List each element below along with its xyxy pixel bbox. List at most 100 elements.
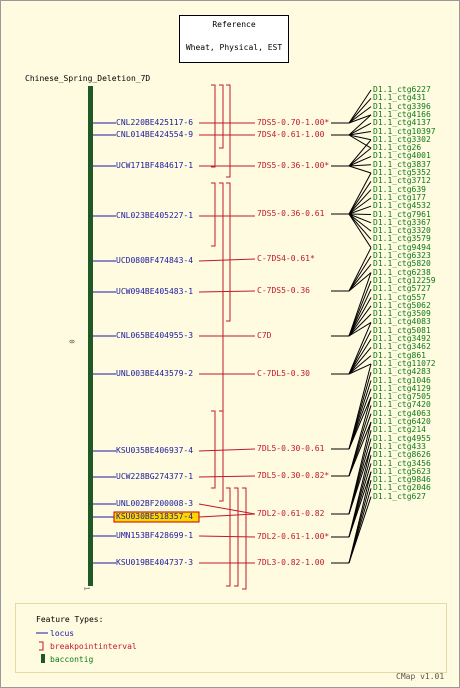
contig-label[interactable]: D1.1_ctg3492 xyxy=(373,334,431,343)
breakpoint-interval-bracket xyxy=(219,84,224,149)
contig-label[interactable]: D1.1_ctg4063 xyxy=(373,408,431,418)
contig-label[interactable]: D1.1_ctg5352 xyxy=(373,168,431,177)
contig-label[interactable]: D1.1_ctg3320 xyxy=(373,226,431,236)
breakpoint-interval-bracket xyxy=(211,84,216,168)
contig-label[interactable]: D1.1_ctg4001 xyxy=(373,151,431,161)
contig-label[interactable]: D1.1_ctg4166 xyxy=(373,109,431,119)
bin-contig-link xyxy=(348,363,372,375)
interval-label[interactable]: C-7DS5-0.36 xyxy=(257,286,310,295)
locus-interval-link xyxy=(198,448,256,452)
contig-label[interactable]: D1.1_ctg5081 xyxy=(373,325,431,335)
bin-contig-link xyxy=(348,280,372,337)
contig-label[interactable]: D1.1_ctg9846 xyxy=(373,475,431,485)
contig-label[interactable]: D1.1_ctg431 xyxy=(373,93,426,103)
contig-label[interactable]: D1.1_ctg3462 xyxy=(373,342,431,352)
locus-label[interactable]: UNL002BF200008-3 xyxy=(116,499,194,508)
contig-label[interactable]: D1.1_ctg7420 xyxy=(373,400,431,410)
contig-label[interactable]: D1.1_ctg4083 xyxy=(373,317,431,327)
contig-label[interactable]: D1.1_ctg3579 xyxy=(373,234,431,244)
contig-label[interactable]: D1.1_ctg3509 xyxy=(373,309,431,319)
bin-contig-link xyxy=(348,155,372,167)
breakpoint-interval-bracket xyxy=(219,182,224,412)
contig-label[interactable]: D1.1_ctg7505 xyxy=(373,392,431,402)
bin-contig-link xyxy=(348,496,372,564)
contig-label[interactable]: D1.1_ctg5820 xyxy=(373,259,431,269)
contig-label[interactable]: D1.1_ctg4283 xyxy=(373,367,431,377)
contig-label[interactable]: D1.1_ctg3302 xyxy=(373,134,431,144)
contig-label[interactable]: D1.1_ctg3712 xyxy=(373,176,431,186)
interval-label[interactable]: C-7DL5-0.30 xyxy=(257,369,310,378)
locus-label[interactable]: UCW094BE405483-1 xyxy=(116,287,194,296)
interval-label[interactable]: 7DL5-0.30-0.61 xyxy=(257,444,325,453)
contig-label[interactable]: D1.1_ctg627 xyxy=(373,491,426,501)
contig-label[interactable]: D1.1_ctg4955 xyxy=(373,433,431,443)
contig-label[interactable]: D1.1_ctg2046 xyxy=(373,483,431,493)
interval-label[interactable]: C7D xyxy=(257,331,272,340)
reference-title: Reference xyxy=(212,20,256,29)
interval-label[interactable]: 7DS5-0.36-1.00* xyxy=(257,161,330,170)
interval-label[interactable]: 7DL2-0.61-1.00* xyxy=(257,532,330,541)
interval-label[interactable]: 7DS5-0.70-1.00* xyxy=(257,118,330,127)
bin-contig-link xyxy=(348,321,372,337)
contig-label[interactable]: D1.1_ctg5062 xyxy=(373,300,431,310)
locus-label[interactable]: UCW171BF484617-1 xyxy=(116,161,194,170)
contig-label[interactable]: D1.1_ctg3837 xyxy=(373,159,431,169)
contig-label[interactable]: D1.1_ctg10397 xyxy=(373,126,436,136)
map-title[interactable]: Chinese_Spring_Deletion_7D xyxy=(25,74,151,83)
contig-label[interactable]: D1.1_ctg6227 xyxy=(373,85,431,94)
contig-label[interactable]: D1.1_ctg8626 xyxy=(373,450,431,460)
contig-label[interactable]: D1.1_ctg5623 xyxy=(373,466,431,476)
contig-label[interactable]: D1.1_ctg1046 xyxy=(373,375,431,385)
interval-label[interactable]: 7DS5-0.36-0.61 xyxy=(257,209,325,218)
locus-label[interactable]: UNL003BE443579-2 xyxy=(116,369,194,378)
bin-contig-link xyxy=(348,297,372,337)
contig-label[interactable]: D1.1_ctg4129 xyxy=(373,383,431,393)
contig-label[interactable]: D1.1_ctg6323 xyxy=(373,251,431,260)
locus-interval-link xyxy=(198,535,256,538)
reference-box[interactable]: Reference Wheat, Physical, EST xyxy=(179,15,289,63)
contig-label[interactable]: D1.1_ctg3396 xyxy=(373,101,431,111)
locus-label[interactable]: KSU030BE518357-4 xyxy=(116,512,194,521)
contig-label[interactable]: D1.1_ctg3367 xyxy=(373,217,431,227)
bin-contig-link xyxy=(348,272,372,292)
axis-end-label: 1 xyxy=(82,586,91,591)
contig-label[interactable]: D1.1_ctg6420 xyxy=(373,417,431,426)
breakpoint-interval-bracket xyxy=(234,487,239,587)
bin-contig-link xyxy=(348,97,372,124)
locus-label[interactable]: UCW228BG274377-1 xyxy=(116,472,194,481)
interval-label[interactable]: 7DL2-0.61-0.82 xyxy=(257,509,325,518)
contig-label[interactable]: D1.1_ctg4532 xyxy=(373,201,431,211)
contig-label[interactable]: D1.1_ctg7961 xyxy=(373,209,431,219)
breakpoint-interval-bracket xyxy=(211,182,216,247)
bin-contig-link xyxy=(348,147,372,167)
contig-label[interactable]: D1.1_ctg3456 xyxy=(373,458,431,468)
locus-label[interactable]: KSU035BE406937-4 xyxy=(116,446,194,455)
contig-label[interactable]: D1.1_ctg433 xyxy=(373,441,426,451)
contig-label[interactable]: D1.1_ctg11072 xyxy=(373,358,436,368)
locus-label[interactable]: KSU019BE404737-3 xyxy=(116,558,194,567)
locus-label[interactable]: UCD080BF474843-4 xyxy=(116,256,194,265)
contig-label[interactable]: D1.1_ctg4137 xyxy=(373,118,431,128)
interval-label[interactable]: C-7DS4-0.61* xyxy=(257,254,315,263)
locus-label[interactable]: CNL220BE425117-6 xyxy=(116,118,194,127)
locus-label[interactable]: CNL014BE424554-9 xyxy=(116,130,194,139)
contig-label[interactable]: D1.1_ctg177 xyxy=(373,192,426,202)
contig-label[interactable]: D1.1_ctg12259 xyxy=(373,275,436,285)
contig-label[interactable]: D1.1_ctg5727 xyxy=(373,284,431,294)
legend-item-locus: locus xyxy=(50,629,75,638)
locus-label[interactable]: CNL023BE405227-1 xyxy=(116,211,194,220)
interval-label[interactable]: 7DS4-0.61-1.00 xyxy=(257,130,325,139)
locus-label[interactable]: UMN153BF428699-1 xyxy=(116,531,194,540)
bin-contig-link xyxy=(348,388,372,450)
interval-label[interactable]: 7DL3-0.82-1.00 xyxy=(257,558,325,567)
interval-label[interactable]: 7DL5-0.30-0.82* xyxy=(257,471,330,480)
contig-label[interactable]: D1.1_ctg639 xyxy=(373,184,426,194)
contig-label[interactable]: D1.1_ctg6238 xyxy=(373,267,431,277)
contig-label[interactable]: D1.1_ctg214 xyxy=(373,425,426,435)
locus-label[interactable]: CNL065BE404955-3 xyxy=(116,331,194,340)
contig-label[interactable]: D1.1_ctg9494 xyxy=(373,242,431,252)
contig-label[interactable]: D1.1_ctg26 xyxy=(373,143,422,153)
contig-label[interactable]: D1.1_ctg861 xyxy=(373,350,426,360)
contig-label[interactable]: D1.1_ctg557 xyxy=(373,292,426,302)
